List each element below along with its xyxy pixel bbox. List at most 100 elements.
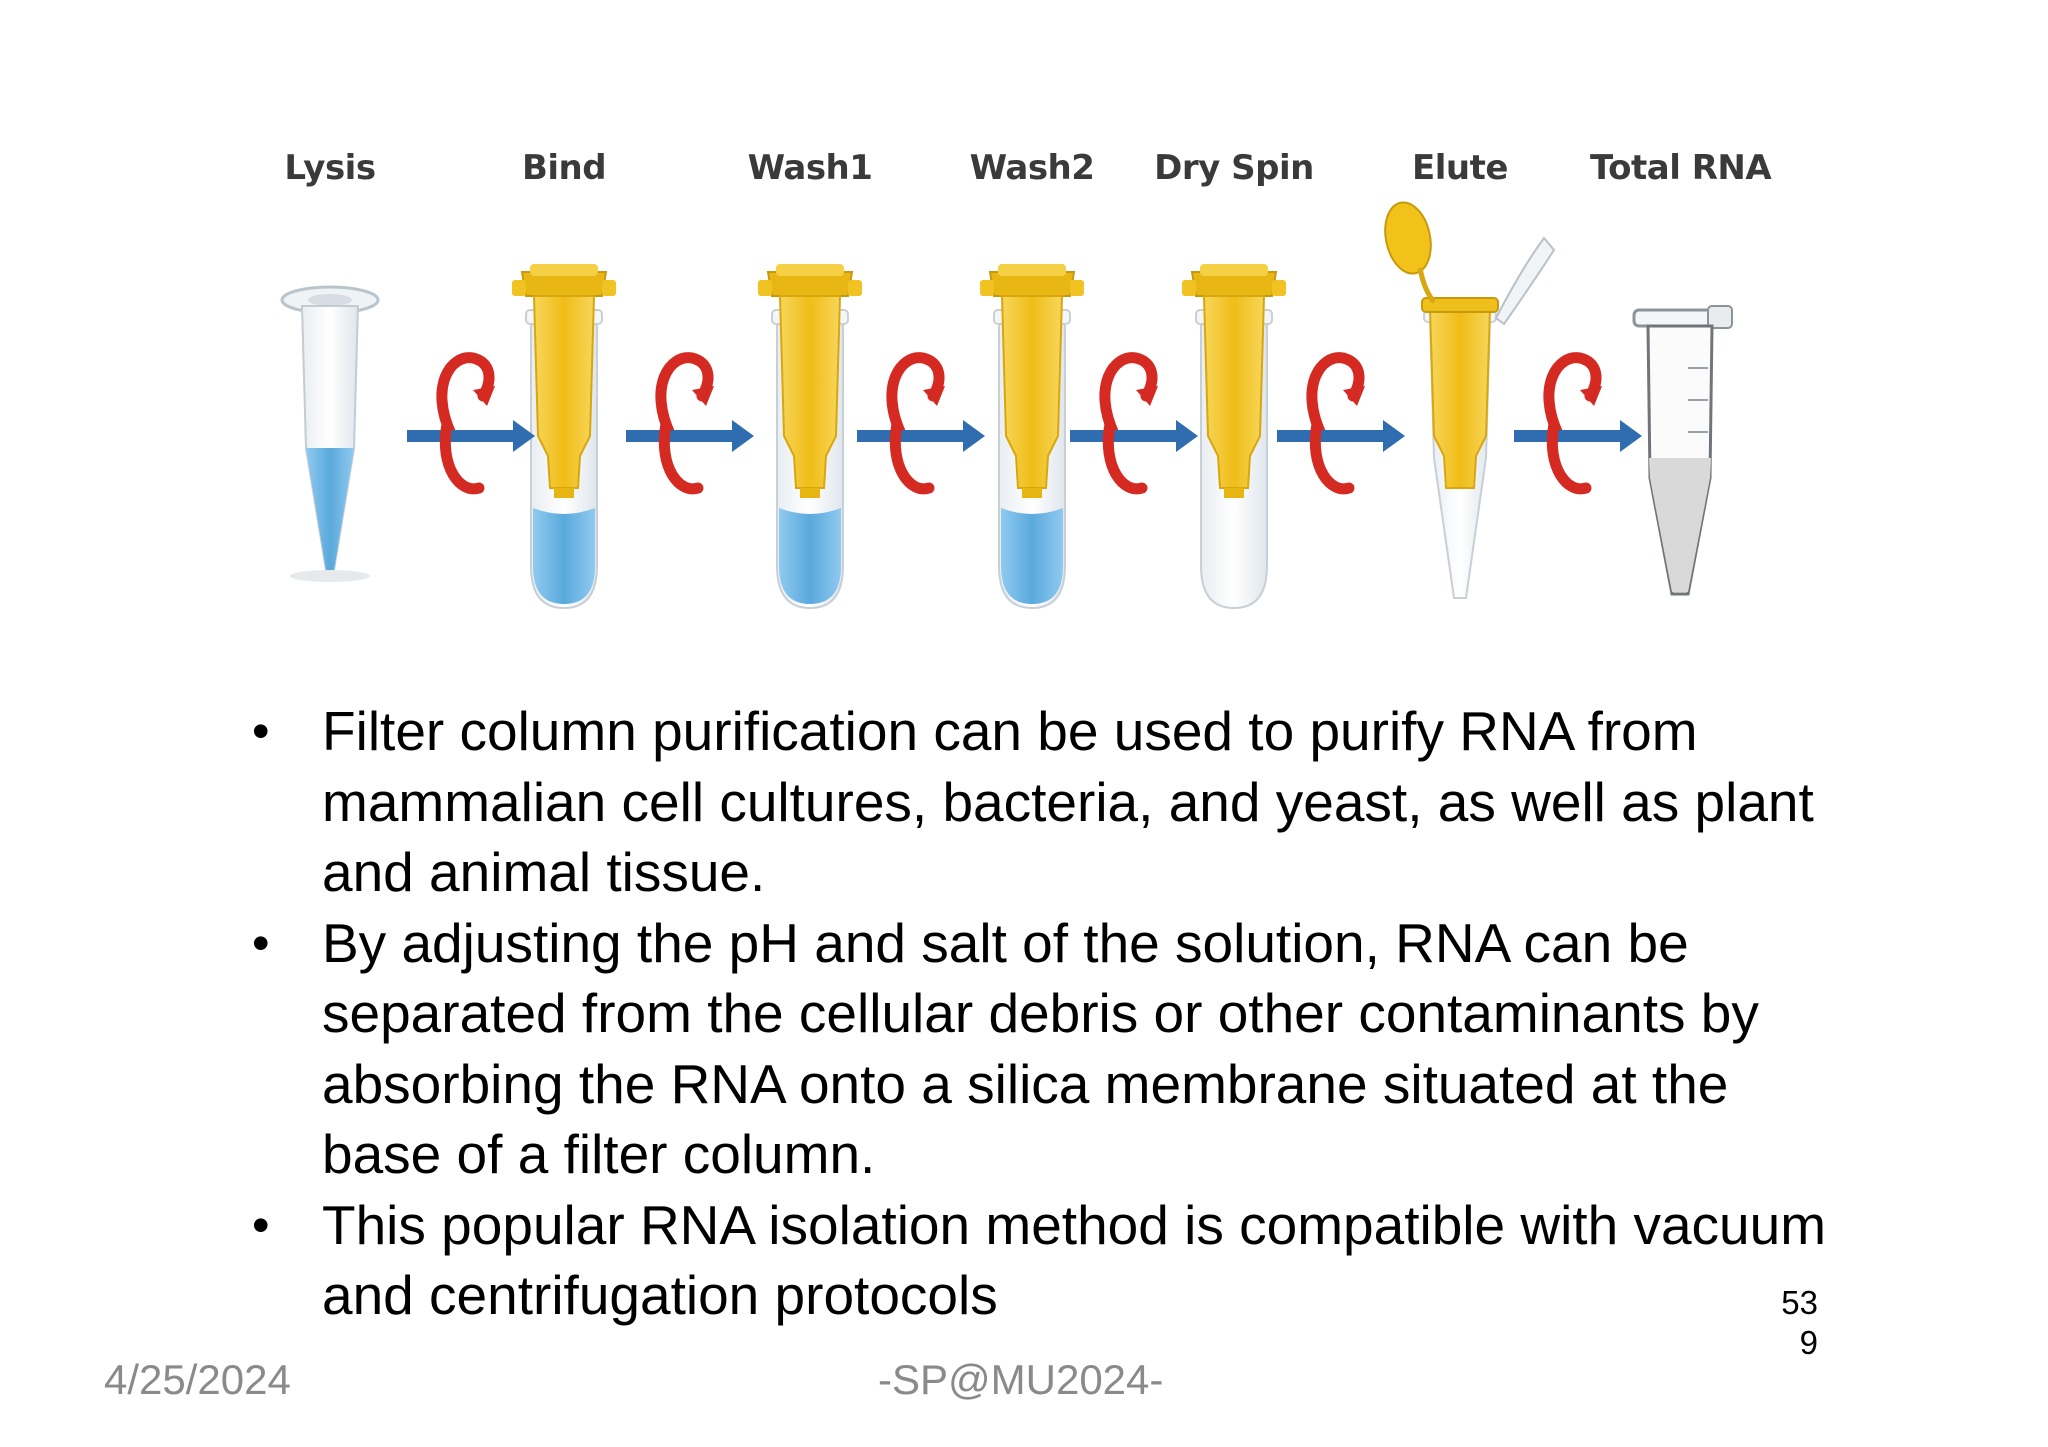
centrifuge-spin-arrow-icon <box>1277 352 1405 495</box>
bullet-dot: • <box>252 1196 270 1253</box>
flow-through-liquid <box>779 508 841 604</box>
curl-bottom <box>1102 418 1148 495</box>
footer-center-text: -SP@MU2024- <box>878 1356 1164 1403</box>
bullet-text: This popular RNA isolation method is com… <box>322 1193 1827 1327</box>
cap-top <box>998 264 1066 276</box>
tube-spin-column <box>512 264 616 610</box>
slide-number-line-2: 9 <box>1799 1324 1818 1361</box>
step-label: Total RNA <box>1590 148 1772 188</box>
straight-arrow-shaft <box>1277 430 1385 442</box>
straight-arrow-shaft <box>407 430 515 442</box>
tube-lysis-tube <box>280 285 380 582</box>
cap-top <box>530 264 598 276</box>
cap-top <box>1200 264 1268 276</box>
straight-arrow-shaft <box>626 430 734 442</box>
centrifuge-spin-arrow-icon <box>1514 352 1642 495</box>
centrifuge-spin-arrow-icon <box>1070 352 1198 495</box>
column-tip <box>554 488 574 498</box>
cap-tab-left <box>980 280 994 296</box>
curl-arrowhead <box>923 386 945 406</box>
rna-tube-hinge <box>1707 305 1733 329</box>
cap-tab-left <box>512 280 526 296</box>
step-label: Elute <box>1412 148 1508 188</box>
cap-hinge <box>1417 267 1436 304</box>
straight-arrow-head <box>732 420 754 452</box>
bullet-text: By adjusting the pH and salt of the solu… <box>322 911 1759 1186</box>
lysis-tube-opening <box>308 294 352 306</box>
slide-number-line-1: 53 <box>1781 1284 1818 1321</box>
tube-spin-column <box>980 264 1084 610</box>
cap-tab-right <box>1272 280 1286 296</box>
curl-top <box>886 352 945 440</box>
tube-spin-column <box>758 264 862 610</box>
curl-top <box>1306 352 1365 440</box>
figure-drawing <box>280 201 1733 610</box>
slide-number: 53 9 <box>1758 1283 1818 1363</box>
bullet-dot: • <box>252 914 270 971</box>
elute-tube-lid <box>1494 236 1556 326</box>
shadow <box>290 570 370 582</box>
step-label: Lysis <box>284 148 376 188</box>
spin-column-body <box>1428 307 1492 489</box>
column-cap-open <box>1384 201 1432 275</box>
bullet-list: • Filter column purification can be used … <box>252 696 1852 1331</box>
cap-tab-right <box>1070 280 1084 296</box>
step-label: Bind <box>521 148 607 188</box>
tube-microcentrifuge-tube <box>1632 305 1733 596</box>
total-rna-liquid <box>1649 458 1711 592</box>
bullet-text: Filter column purification can be used t… <box>322 700 1814 903</box>
curl-arrowhead <box>692 386 714 406</box>
curl-arrowhead <box>1343 386 1365 406</box>
straight-arrow-head <box>1176 420 1198 452</box>
curl-arrowhead <box>1136 386 1158 406</box>
centrifuge-spin-arrow-icon <box>857 352 985 495</box>
curl-top <box>1543 352 1602 440</box>
straight-arrow-shaft <box>1070 430 1178 442</box>
spin-column-body <box>1000 295 1064 489</box>
curl-bottom <box>1546 418 1592 495</box>
step-label: Wash2 <box>969 148 1095 188</box>
cap-top <box>776 264 844 276</box>
curl-bottom <box>439 418 485 495</box>
column-tip <box>800 488 820 498</box>
lysis-liquid <box>306 448 354 570</box>
curl-top <box>655 352 714 440</box>
cap-tab-right <box>848 280 862 296</box>
straight-arrow-head <box>1620 420 1642 452</box>
curl-bottom <box>889 418 935 495</box>
straight-arrow-shaft <box>1514 430 1622 442</box>
footer-date: 4/25/2024 <box>104 1356 291 1403</box>
cap-tab-left <box>1182 280 1196 296</box>
curl-arrowhead <box>473 386 495 406</box>
curl-top <box>1099 352 1158 440</box>
bullet-item: • By adjusting the pH and salt of the sol… <box>252 908 1852 1190</box>
curl-top <box>436 352 495 440</box>
straight-arrow-shaft <box>857 430 965 442</box>
cap-tab-right <box>602 280 616 296</box>
flow-through-liquid <box>1001 508 1063 604</box>
straight-arrow-head <box>963 420 985 452</box>
tube-spin-column-open-lid <box>1384 201 1556 599</box>
spin-column-body <box>1202 295 1266 489</box>
centrifuge-spin-arrow-icon <box>407 352 535 495</box>
spin-column-body <box>532 295 596 489</box>
straight-arrow-head <box>513 420 535 452</box>
curl-arrowhead <box>1580 386 1602 406</box>
curl-bottom <box>1309 418 1355 495</box>
cap-tab-left <box>758 280 772 296</box>
bullet-item: • Filter column purification can be used … <box>252 696 1852 908</box>
flow-through-liquid <box>533 508 595 604</box>
step-label: Wash1 <box>747 148 873 188</box>
column-tip <box>1224 488 1244 498</box>
curl-bottom <box>658 418 704 495</box>
bullet-dot: • <box>252 703 270 759</box>
straight-arrow-head <box>1383 420 1405 452</box>
bullet-item: • This popular RNA isolation method is co… <box>252 1190 1852 1331</box>
column-rim <box>1421 297 1499 313</box>
spin-column-body <box>778 295 842 489</box>
tube-spin-column-dry <box>1182 264 1286 610</box>
column-tip <box>1022 488 1042 498</box>
centrifuge-spin-arrow-icon <box>626 352 754 495</box>
